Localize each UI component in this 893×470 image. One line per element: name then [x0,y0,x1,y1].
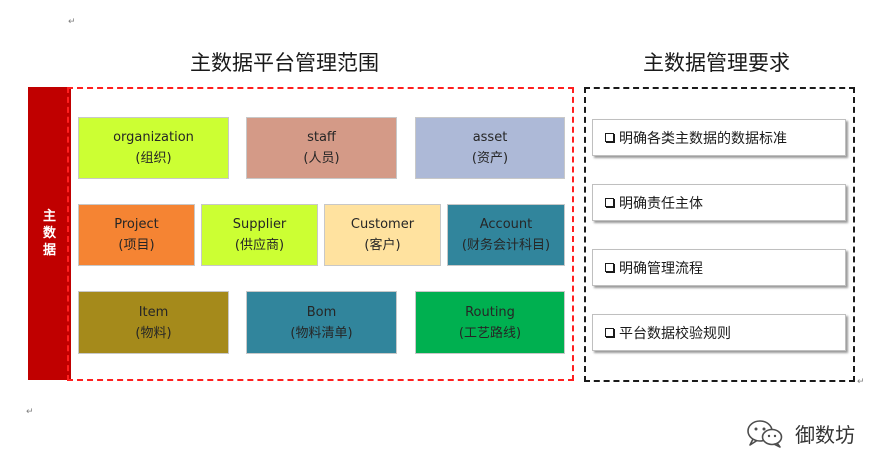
paragraph-mark: ↵ [857,377,865,387]
data-item-bom: Bom (物料清单) [246,291,397,354]
data-item-en: Supplier [232,217,287,232]
requirement-text: 明确责任主体 [619,195,703,212]
requirement-item: 明确责任主体 [592,184,846,221]
data-item-en: Account [479,217,533,232]
watermark: 御数坊 [745,418,855,448]
paragraph-mark: ↵ [68,17,76,27]
data-item-en: Item [138,304,169,320]
watermark-text: 御数坊 [795,422,855,447]
requirements-frame [584,87,855,382]
data-item-en: Project [114,217,159,232]
data-item-zh: (项目) [118,238,155,253]
data-item-en: Bom [306,304,337,320]
requirement-text: 平台数据校验规则 [619,325,731,342]
data-item-en: staff [307,130,336,145]
data-item-en: asset [472,130,508,145]
data-item-zh: (物料清单) [290,325,353,341]
requirements-heading: 主数据管理要求 [643,51,790,75]
requirement-text: 明确管理流程 [619,260,703,277]
scope-heading: 主数据平台管理范围 [190,51,379,75]
data-item-asset: asset (资产) [415,117,565,179]
data-item-en: organization [113,130,194,145]
requirement-item: 平台数据校验规则 [592,314,846,351]
requirement-item: 明确各类主数据的数据标准 [592,119,846,156]
data-item-customer: Customer (客户) [324,204,441,266]
data-item-en: Customer [350,217,415,232]
requirement-item: 明确管理流程 [592,249,846,286]
requirement-text: 明确各类主数据的数据标准 [619,130,787,147]
data-item-zh: (供应商) [234,238,285,253]
data-item-zh: (人员) [303,151,340,166]
wechat-icon [747,420,783,448]
data-item-item: Item (物料) [78,291,229,354]
data-item-account: Account (财务会计科目) [447,204,565,266]
data-item-routing: Routing (工艺路线) [415,291,565,354]
checkbox-icon [605,263,614,272]
data-item-staff: staff (人员) [246,117,397,179]
paragraph-mark: ↵ [26,407,34,417]
data-item-zh: (组织) [135,151,172,166]
data-item-zh: (财务会计科目) [461,238,551,253]
side-bar-label: 主数据 [42,209,56,258]
data-item-organization: organization (组织) [78,117,229,179]
checkbox-icon [605,328,614,337]
data-item-en: Routing [465,304,515,320]
checkbox-icon [605,198,614,207]
data-item-zh: (资产) [471,151,509,166]
data-item-zh: (物料) [135,325,172,341]
data-item-zh: (客户) [364,238,401,253]
data-item-project: Project (项目) [78,204,195,266]
data-item-supplier: Supplier (供应商) [201,204,318,266]
master-data-side-bar: 主数据 [28,87,71,380]
scope-frame [67,87,574,381]
checkbox-icon [605,133,614,142]
data-item-zh: (工艺路线) [458,325,522,341]
